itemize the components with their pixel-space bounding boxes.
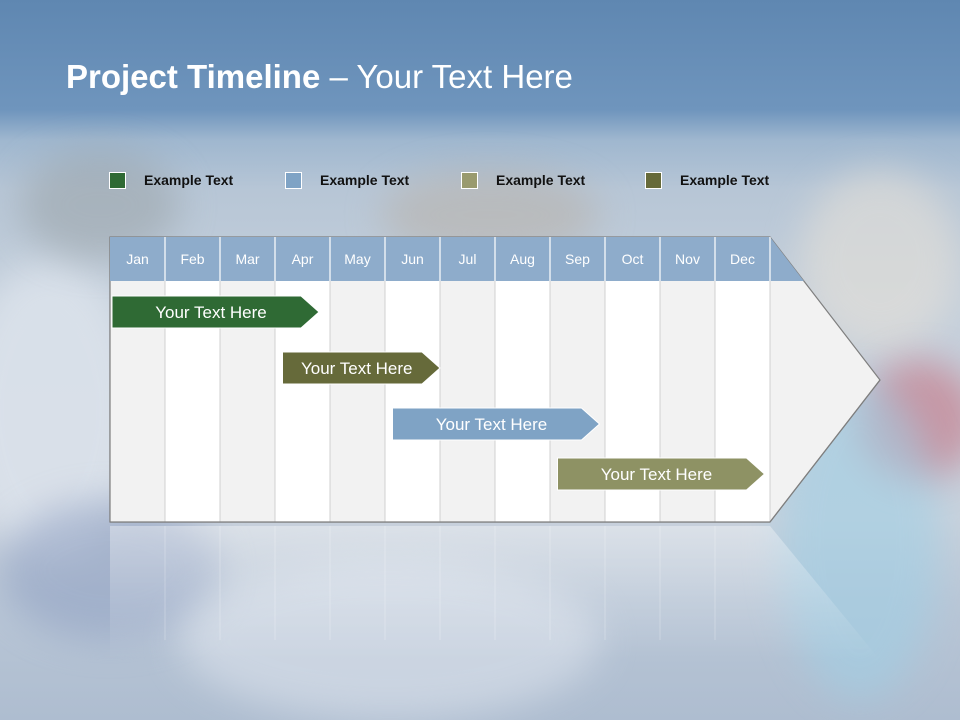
month-column xyxy=(440,281,495,522)
task-arrow-shape xyxy=(557,457,766,491)
month-column xyxy=(330,281,385,522)
legend-label: Example Text xyxy=(496,172,586,188)
month-label-dec: Dec xyxy=(730,251,755,267)
legend-swatch xyxy=(109,171,126,189)
task-label: Your Text Here xyxy=(301,359,413,378)
month-column xyxy=(385,281,440,522)
task-arrow-shape xyxy=(282,351,441,385)
task-label: Your Text Here xyxy=(601,465,713,484)
task-label: Your Text Here xyxy=(155,303,267,322)
legend-swatch xyxy=(461,171,478,189)
month-label-may: May xyxy=(344,251,370,267)
month-label-aug: Aug xyxy=(510,251,535,267)
task-arrow-shape xyxy=(392,407,601,441)
task-bar-3: Your Text Here xyxy=(392,407,601,441)
legend-label: Example Text xyxy=(680,172,770,188)
task-label: Your Text Here xyxy=(436,415,548,434)
legend-item-1: Example Text xyxy=(109,170,233,190)
month-label-mar: Mar xyxy=(235,251,259,267)
legend-swatch xyxy=(645,171,662,189)
title-subtitle: – Your Text Here xyxy=(320,58,573,95)
legend-label: Example Text xyxy=(320,172,410,188)
legend-swatch xyxy=(285,171,302,189)
month-label-nov: Nov xyxy=(675,251,700,267)
month-label-jul: Jul xyxy=(459,251,477,267)
month-header-band xyxy=(110,237,804,281)
task-bar-2: Your Text Here xyxy=(282,351,441,385)
task-bar-4: Your Text Here xyxy=(557,457,766,491)
month-label-apr: Apr xyxy=(292,251,314,267)
month-label-feb: Feb xyxy=(180,251,204,267)
month-label-sep: Sep xyxy=(565,251,590,267)
title-bold: Project Timeline xyxy=(66,58,321,95)
legend-item-2: Example Text xyxy=(285,170,409,190)
month-column xyxy=(495,281,550,522)
page-title: Project Timeline – Your Text Here xyxy=(66,58,573,96)
legend-label: Example Text xyxy=(144,172,234,188)
month-label-oct: Oct xyxy=(622,251,644,267)
month-header: Jan Feb Mar Apr May Jun Jul Aug Sep Oct Nov Dec xyxy=(110,237,804,281)
month-label-jan: Jan xyxy=(126,251,149,267)
month-label-jun: Jun xyxy=(401,251,424,267)
task-arrow-shape xyxy=(111,295,320,329)
legend-item-4: Example Text xyxy=(645,170,769,190)
legend-item-3: Example Text xyxy=(461,170,585,190)
reflection-shape xyxy=(110,526,880,660)
timeline-reflection xyxy=(110,526,880,660)
arrow-tip-edge xyxy=(769,379,881,523)
task-bar-1: Your Text Here xyxy=(111,295,320,329)
